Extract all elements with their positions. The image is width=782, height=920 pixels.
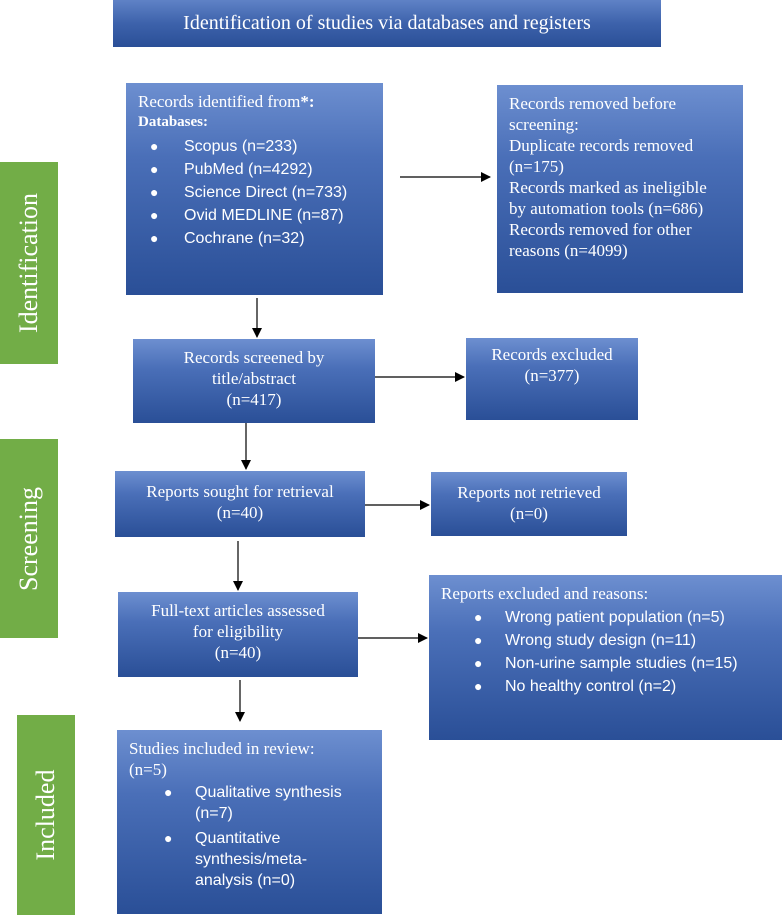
records-removed-box: Records removed before screening: Duplic… xyxy=(497,85,743,293)
records-removed-line: by automation tools (n=686) xyxy=(509,199,704,218)
records-removed-line: screening: xyxy=(509,115,579,134)
phase-identification: Identification xyxy=(0,162,58,364)
databases-list: ●Scopus (n=233) ●PubMed (n=4292) ●Scienc… xyxy=(138,136,371,251)
phase-included: Included xyxy=(17,715,75,915)
reports-excluded-list: ●Wrong patient population (n=5) ●Wrong s… xyxy=(441,607,770,699)
exclusion-reason: ●No healthy control (n=2) xyxy=(474,678,677,695)
records-identified-title: Records identified from*: xyxy=(138,92,315,111)
studies-included-list: ● Qualitative synthesis (n=7) ● Quantita… xyxy=(129,782,370,891)
reports-not-retrieved-line: (n=0) xyxy=(510,504,548,523)
records-screened-line: title/abstract xyxy=(211,369,297,388)
records-screened-line: (n=417) xyxy=(226,390,282,409)
records-excluded-line: (n=377) xyxy=(524,366,580,385)
synthesis-item: ● Qualitative synthesis (n=7) xyxy=(164,784,342,822)
records-removed-line: Records removed before xyxy=(509,94,677,113)
records-screened-box: Records screened by title/abstract (n=41… xyxy=(133,339,375,423)
database-item: ●Science Direct (n=733) xyxy=(150,184,348,201)
synthesis-item: ● Quantitative synthesis/meta- analysis … xyxy=(164,830,308,889)
full-text-box: Full-text articles assessed for eligibil… xyxy=(118,592,358,677)
records-removed-line: Duplicate records removed xyxy=(509,136,694,155)
reports-sought-line: (n=40) xyxy=(216,503,264,522)
database-item: ●Cochrane (n=32) xyxy=(150,230,305,247)
records-removed-line: (n=175) xyxy=(509,157,564,176)
records-screened-line: Records screened by xyxy=(183,348,325,367)
full-text-line: for eligibility xyxy=(192,622,284,641)
exclusion-reason: ●Wrong patient population (n=5) xyxy=(474,609,725,626)
database-item: ●PubMed (n=4292) xyxy=(150,161,313,178)
studies-included-count: (n=5) xyxy=(129,760,167,779)
reports-excluded-title: Reports excluded and reasons: xyxy=(441,584,649,603)
studies-included-title: Studies included in review: xyxy=(129,739,315,758)
databases-label: Databases: xyxy=(138,114,208,130)
exclusion-reason: ●Wrong study design (n=11) xyxy=(474,632,697,649)
diagram-header: Identification of studies via databases … xyxy=(113,0,661,47)
records-removed-line: reasons (n=4099) xyxy=(509,241,628,260)
full-text-line: (n=40) xyxy=(214,643,262,662)
records-removed-line: Records removed for other xyxy=(509,220,692,239)
exclusion-reason: ●Non-urine sample studies (n=15) xyxy=(474,655,738,672)
records-identified-box: Records identified from*: Databases: ●Sc… xyxy=(126,83,383,295)
full-text-line: Full-text articles assessed xyxy=(151,601,325,620)
studies-included-box: Studies included in review: (n=5) ● Qual… xyxy=(117,730,382,914)
records-excluded-box: Records excluded (n=377) xyxy=(466,338,638,420)
header-title: Identification of studies via databases … xyxy=(183,12,591,34)
reports-not-retrieved-box: Reports not retrieved (n=0) xyxy=(431,472,627,536)
database-item: ●Scopus (n=233) xyxy=(150,138,298,155)
database-item: ●Ovid MEDLINE (n=87) xyxy=(150,207,344,224)
reports-excluded-box: Reports excluded and reasons: ●Wrong pat… xyxy=(429,575,782,740)
records-removed-line: Records marked as ineligible xyxy=(509,178,707,197)
phase-screening: Screening xyxy=(0,439,58,638)
records-excluded-line: Records excluded xyxy=(491,345,613,364)
reports-not-retrieved-line: Reports not retrieved xyxy=(457,483,601,502)
reports-sought-box: Reports sought for retrieval (n=40) xyxy=(115,471,365,537)
reports-sought-line: Reports sought for retrieval xyxy=(146,482,334,501)
